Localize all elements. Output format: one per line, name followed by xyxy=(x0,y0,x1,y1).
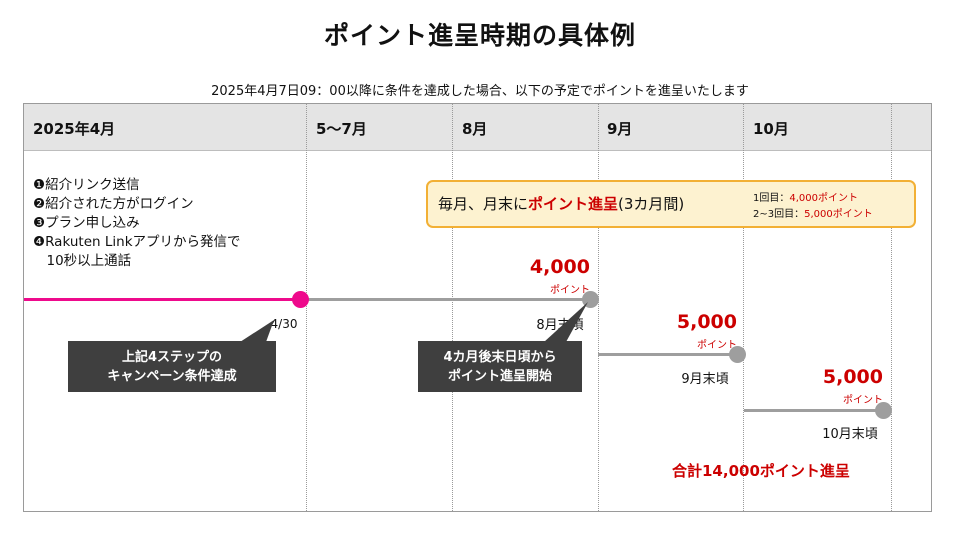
column-divider xyxy=(452,104,453,511)
callout-line: 4カ月後末日頃から xyxy=(443,349,557,365)
breakdown-second: 2~3回目：5,000ポイント xyxy=(753,205,873,220)
column-label-may-jul: 5〜7月 xyxy=(316,120,367,138)
column-divider xyxy=(598,104,599,511)
callout-start: 4カ月後末日頃から ポイント進呈開始 xyxy=(418,341,582,392)
payout-unit-3: ポイント xyxy=(843,395,883,406)
subtitle: 2025年4月7日09：00以降に条件を達成した場合、以下の予定でポイントを進呈… xyxy=(211,84,749,99)
total-points: 合計14,000ポイント進呈 xyxy=(672,462,850,480)
timeline-bar-condition xyxy=(24,298,301,301)
breakdown-label: 1回目： xyxy=(753,193,790,204)
timeline-frame xyxy=(23,103,932,512)
payout-unit-2: ポイント xyxy=(697,340,737,351)
payout-marker-2 xyxy=(729,346,746,363)
page-title: ポイント進呈時期の具体例 xyxy=(323,21,636,50)
breakdown-value: 5,000ポイント xyxy=(804,209,873,220)
column-label-sep: 9月 xyxy=(607,120,633,138)
column-label-aug: 8月 xyxy=(462,120,488,138)
payout-unit-1: ポイント xyxy=(550,285,590,296)
timeline-header xyxy=(24,104,931,151)
column-label-oct: 10月 xyxy=(753,120,789,138)
payout-date-3: 10月末頃 xyxy=(822,427,878,442)
payout-value-1: 4,000 xyxy=(529,256,590,278)
step-item: ❷紹介された方がログイン xyxy=(33,196,194,212)
payout-value-2: 5,000 xyxy=(676,311,737,333)
steps-list: ❶紹介リンク送信 ❷紹介された方がログイン ❸プラン申し込み ❹Rakuten … xyxy=(33,176,241,271)
monthly-payout-text: 毎月、月末にポイント進呈(3カ月間) xyxy=(438,193,684,214)
column-divider xyxy=(891,104,892,511)
step-item: ❶紹介リンク送信 xyxy=(33,177,140,193)
timeline-bar-month2 xyxy=(598,353,738,356)
column-label-apr: 2025年4月 xyxy=(33,120,116,138)
payout-date-2: 9月末頃 xyxy=(681,372,729,387)
column-divider xyxy=(306,104,307,511)
step-item: ❹Rakuten Linkアプリから発信で xyxy=(33,234,241,250)
column-divider xyxy=(743,104,744,511)
callout-pointer-achieve xyxy=(240,320,274,342)
callout-line: ポイント進呈開始 xyxy=(447,368,552,384)
callout-pointer-start xyxy=(544,302,588,342)
breakdown-value: 4,000ポイント xyxy=(789,193,859,204)
callout-achieve: 上記4ステップの キャンペーン条件達成 xyxy=(68,341,276,392)
callout-line: 上記4ステップの xyxy=(121,349,223,365)
monthly-suffix: (3カ月間) xyxy=(618,195,685,213)
achieve-marker xyxy=(292,291,309,308)
breakdown-first: 1回目：4,000ポイント xyxy=(753,189,858,204)
step-item: 10秒以上通話 xyxy=(33,253,132,269)
payout-marker-3 xyxy=(875,402,892,419)
achieve-date-label: 4/30 xyxy=(270,317,298,331)
monthly-payout-box xyxy=(426,180,916,228)
breakdown-label: 2~3回目： xyxy=(753,209,805,220)
monthly-prefix: 毎月、月末に xyxy=(438,195,529,213)
step-item: ❸プラン申し込み xyxy=(33,215,140,231)
timeline-bar-waiting xyxy=(301,298,591,301)
timeline-bar-month3 xyxy=(744,409,884,412)
monthly-emphasis: ポイント進呈 xyxy=(528,195,619,213)
payout-value-3: 5,000 xyxy=(822,366,883,388)
callout-line: キャンペーン条件達成 xyxy=(107,368,237,384)
